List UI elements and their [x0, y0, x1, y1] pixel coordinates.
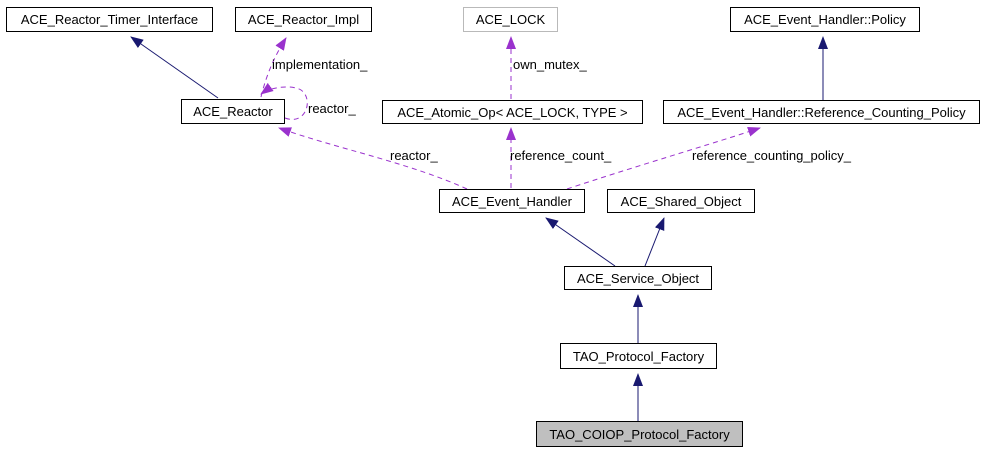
- edge-label-reactor-self: reactor_: [308, 101, 356, 116]
- edge-reactor-to-timer-interface: [130, 36, 219, 99]
- node-ace-reference-counting-policy[interactable]: ACE_Event_Handler::Reference_Counting_Po…: [663, 100, 980, 124]
- node-ace-shared-object[interactable]: ACE_Shared_Object: [607, 189, 755, 213]
- node-ace-reactor-timer-interface[interactable]: ACE_Reactor_Timer_Interface: [6, 7, 213, 32]
- edge-reference-counting-policy: [566, 127, 761, 190]
- edge-label-implementation: implementation_: [272, 57, 368, 72]
- node-ace-service-object[interactable]: ACE_Service_Object: [564, 266, 712, 290]
- node-tao-protocol-factory[interactable]: TAO_Protocol_Factory: [560, 343, 717, 369]
- edge-label-reference-counting-policy: reference_counting_policy_: [692, 148, 851, 163]
- node-ace-atomic-op[interactable]: ACE_Atomic_Op< ACE_LOCK, TYPE >: [382, 100, 643, 124]
- edge-label-own-mutex: own_mutex_: [513, 57, 587, 72]
- edge-label-reactor: reactor_: [390, 148, 438, 163]
- edge-serviceobject-to-eventhandler: [545, 217, 616, 267]
- edge-serviceobject-to-sharedobject: [644, 217, 665, 267]
- node-tao-coiop-protocol-factory: TAO_COIOP_Protocol_Factory: [536, 421, 743, 447]
- node-ace-event-handler[interactable]: ACE_Event_Handler: [439, 189, 585, 213]
- edge-label-reference-count: reference_count_: [510, 148, 612, 163]
- node-ace-event-handler-policy[interactable]: ACE_Event_Handler::Policy: [730, 7, 920, 32]
- node-ace-lock: ACE_LOCK: [463, 7, 558, 32]
- edge-eventhandler-reactor: [278, 127, 468, 190]
- edge-reactor-self-loop: [260, 82, 308, 120]
- inheritance-edges: [130, 36, 828, 421]
- node-ace-reactor[interactable]: ACE_Reactor: [181, 99, 285, 124]
- usage-edges: [260, 36, 761, 190]
- node-ace-reactor-impl[interactable]: ACE_Reactor_Impl: [235, 7, 372, 32]
